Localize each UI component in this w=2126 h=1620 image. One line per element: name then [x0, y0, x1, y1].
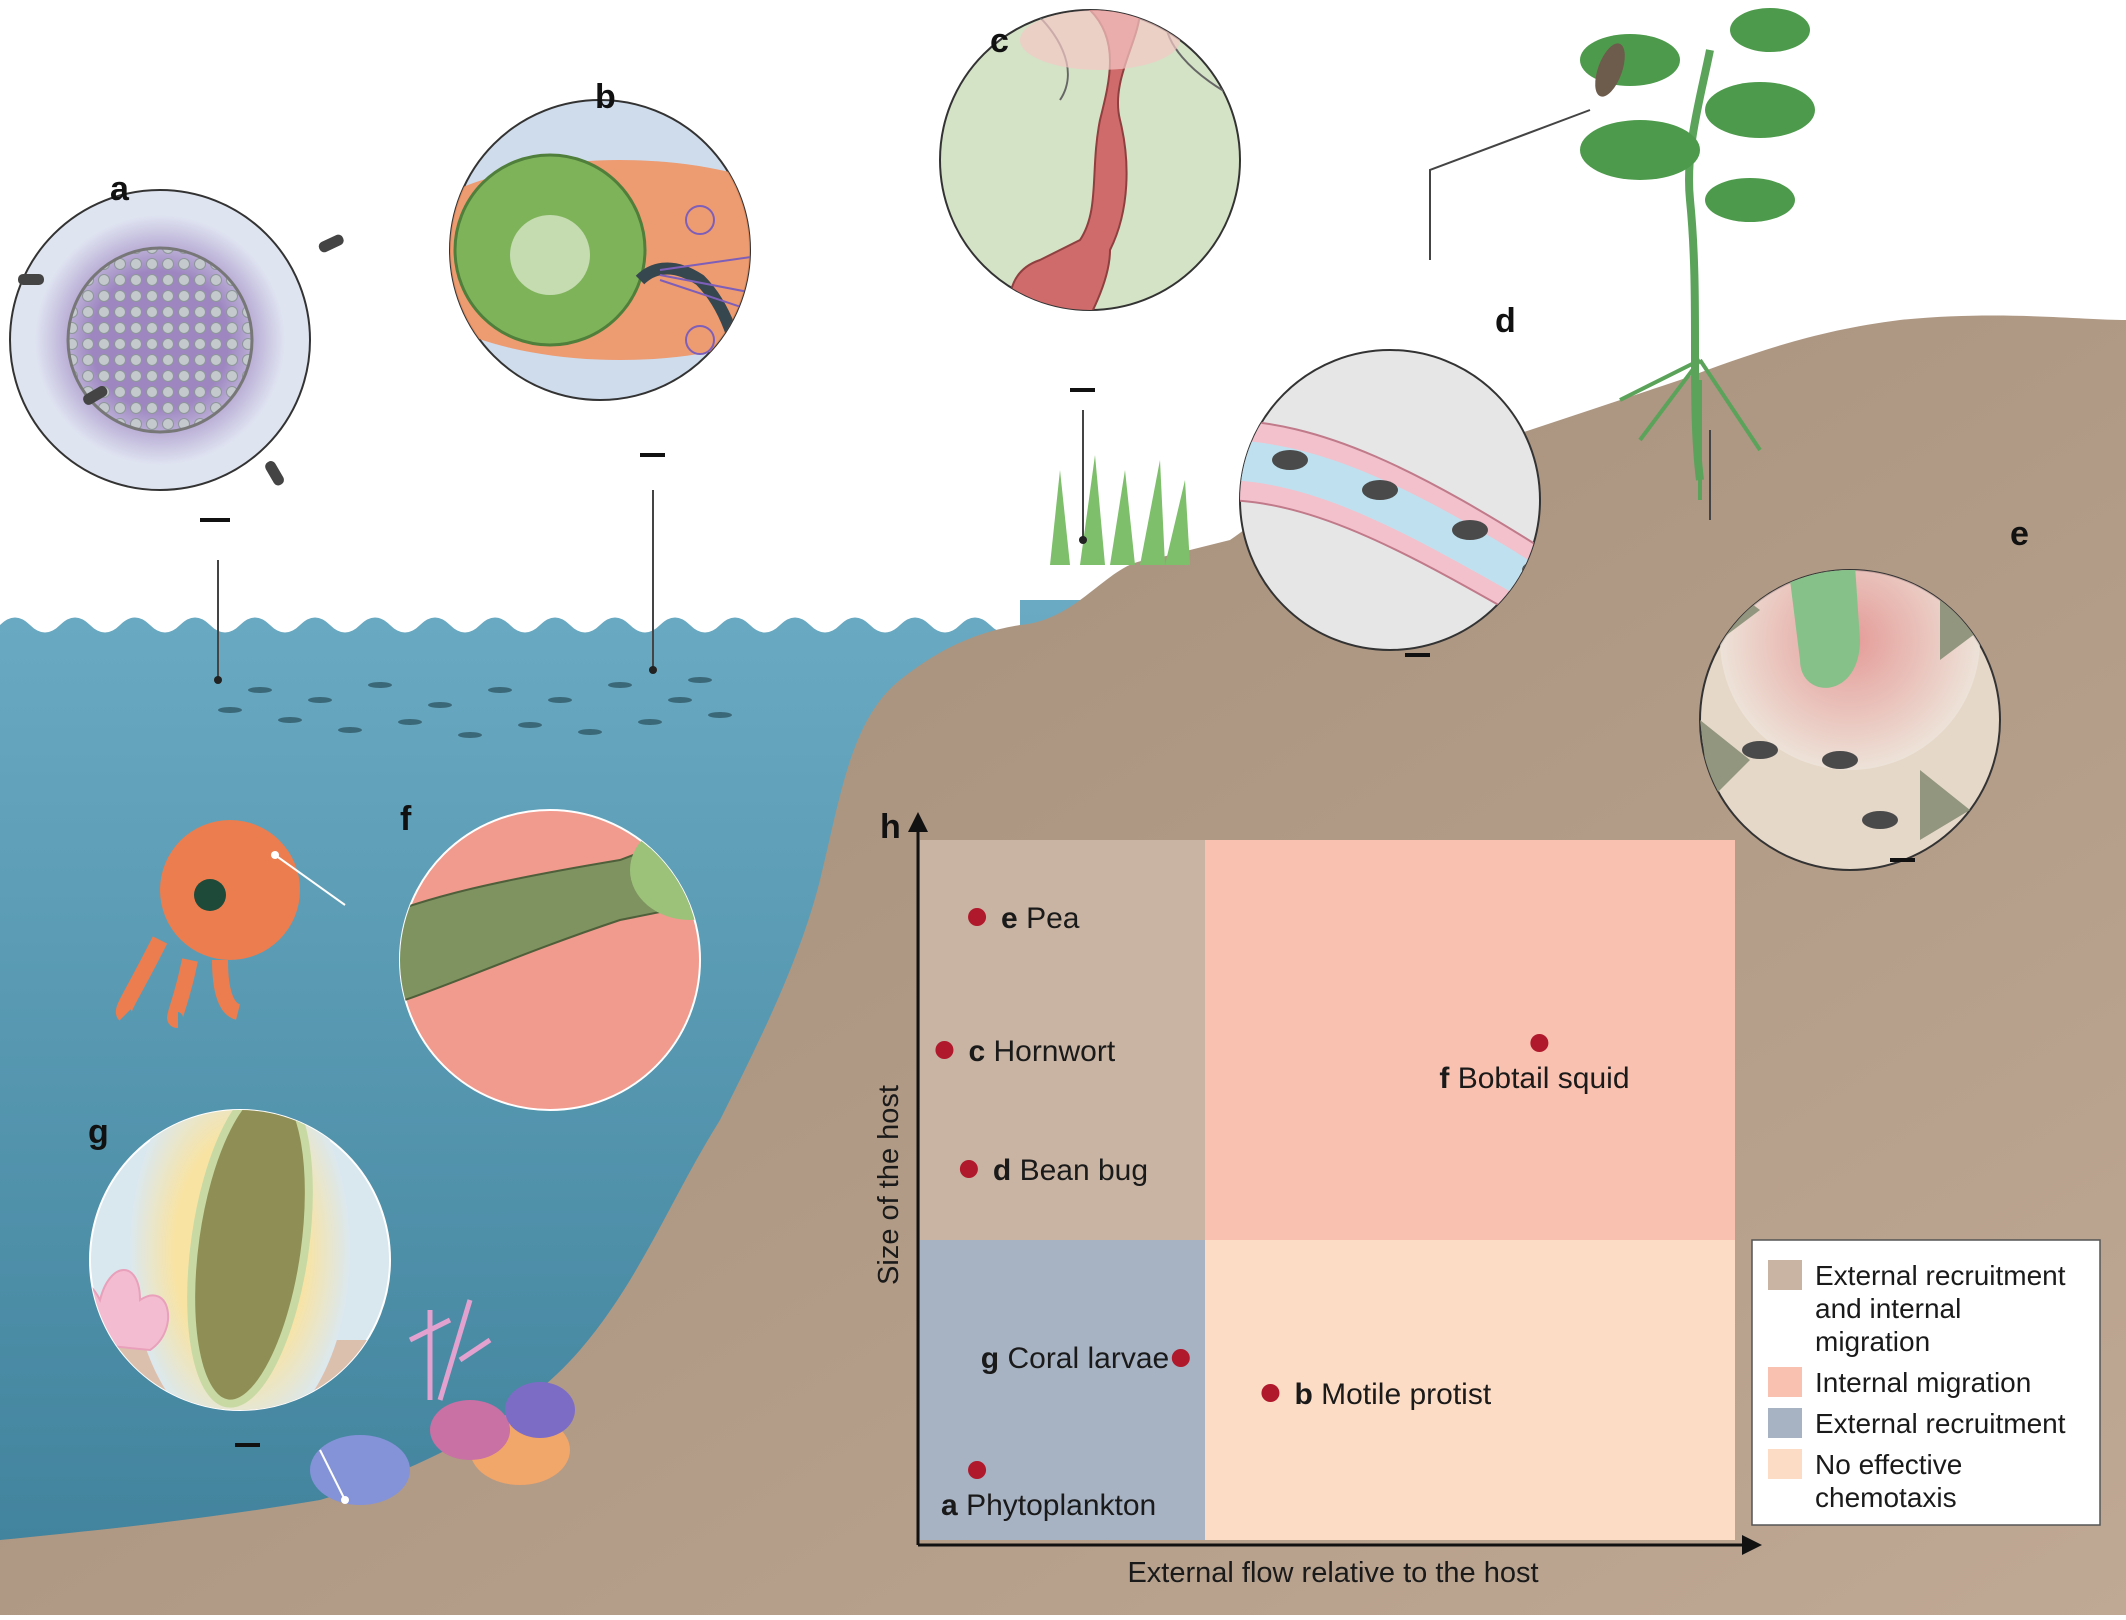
- legend-box: [1751, 1239, 2101, 1526]
- data-point-label-b: b Motile protist: [1294, 1378, 1491, 1411]
- panel-c-inset: c: [939, 9, 1241, 544]
- panel-b-label: b: [595, 78, 616, 116]
- coral-reef: [310, 1299, 575, 1505]
- data-point-e: [968, 908, 987, 926]
- panel-d-inset: d: [1239, 109, 1591, 657]
- panel-a-inset: a: [9, 170, 344, 684]
- data-point-d: [959, 1160, 978, 1178]
- panel-f-inset: f: [271, 800, 701, 1111]
- bobtail-squid: [115, 820, 300, 1028]
- data-point-b: [1261, 1384, 1280, 1402]
- panel-g-label: g: [88, 1113, 109, 1151]
- region-internal-migration: [1205, 840, 1735, 1240]
- x-axis-label: External flow relative to the host: [1127, 1557, 1538, 1589]
- data-point-label-e: e Pea: [1001, 902, 1080, 935]
- legend-label-2: External recruitment: [1815, 1408, 2066, 1439]
- data-points: e Pea c Hornwort f Bobtail squid d Bean bug…: [935, 902, 1630, 1522]
- legend-swatch-3: [1768, 1449, 1802, 1479]
- data-point-label-d: d Bean bug: [993, 1154, 1148, 1187]
- y-axis-arrow: [908, 812, 928, 832]
- x-axis-arrow: [1742, 1535, 1762, 1555]
- panel-b-inset: b: [449, 78, 751, 674]
- y-axis-label: Size of the host: [873, 1085, 905, 1285]
- region-external-recruitment: [920, 1240, 1205, 1540]
- panel-h-chart: h External flow relative to the host Siz…: [873, 808, 1762, 1589]
- pea-plant: [1580, 8, 1815, 500]
- legend-swatch-2: [1768, 1408, 1802, 1438]
- panel-a-label: a: [110, 170, 130, 208]
- panel-d-label: d: [1495, 302, 1516, 340]
- data-point-label-c: c Hornwort: [968, 1035, 1115, 1068]
- panel-h-label: h: [880, 808, 901, 846]
- panel-e-label: e: [2010, 515, 2029, 553]
- hornwort-plant: [1050, 455, 1190, 565]
- water-surface-waves: [0, 600, 1020, 633]
- data-point-label-a: a Phytoplankton: [941, 1489, 1156, 1522]
- data-point-label-g: g Coral larvae: [981, 1342, 1169, 1375]
- plankton-swarm: [218, 677, 732, 738]
- region-no-effective-chemotaxis: [1205, 1240, 1735, 1540]
- legend-swatch-0: [1768, 1260, 1802, 1290]
- legend-label-1: Internal migration: [1815, 1367, 2031, 1398]
- panel-f-label: f: [400, 800, 412, 838]
- data-point-c: [935, 1041, 954, 1059]
- data-point-f: [1530, 1034, 1549, 1052]
- panel-c-label: c: [990, 22, 1009, 60]
- legend-swatch-1: [1768, 1367, 1802, 1397]
- data-point-a: [968, 1461, 987, 1479]
- data-point-g: [1171, 1349, 1190, 1367]
- data-point-label-f: f Bobtail squid: [1439, 1062, 1629, 1095]
